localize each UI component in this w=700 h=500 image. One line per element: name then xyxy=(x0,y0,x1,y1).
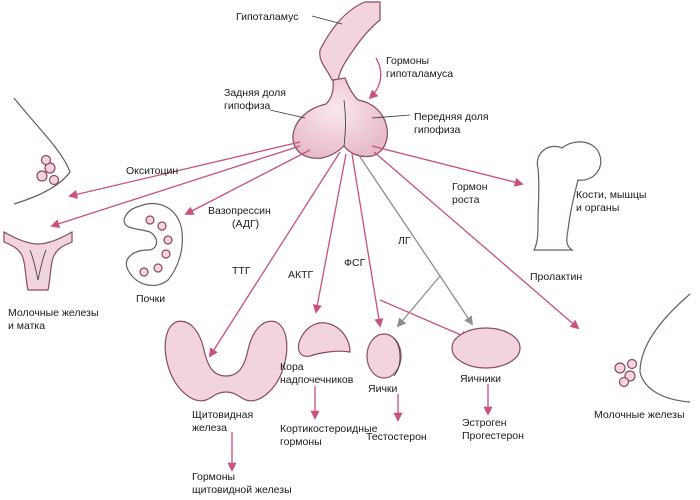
label-posterior-1: Задняя доля xyxy=(224,87,286,99)
testis-icon xyxy=(366,333,402,379)
arrow-lh-trunk xyxy=(357,153,441,277)
label-ovaries: Яичники xyxy=(460,373,501,385)
mammary-gland-right-icon xyxy=(614,293,691,403)
label-acth: АКТГ xyxy=(288,269,314,281)
label-thyroid-hormones-2: щитовидной железы xyxy=(192,484,292,496)
arrow-fsh-testes xyxy=(351,153,384,328)
label-bones-2: и органы xyxy=(576,202,619,214)
leader-hypothalamus xyxy=(311,15,343,25)
arrow-hypothalamus-hormones xyxy=(368,57,382,100)
label-progesterone: Прогестерон xyxy=(462,430,524,442)
label-lh: ЛГ xyxy=(398,235,411,247)
label-testosterone: Тестостерон xyxy=(366,431,427,443)
label-adrenal-2: надпочечников xyxy=(280,374,354,386)
label-growth-hormone-1: Гормон xyxy=(452,181,488,193)
pituitary-gland xyxy=(292,77,388,159)
label-bones-1: Кости, мышцы xyxy=(576,189,646,201)
arrow-growth-hormone xyxy=(371,145,524,187)
label-thyroid-1: Щитовидная xyxy=(192,409,253,421)
label-thyroid-hormones-1: Гормоны xyxy=(192,471,235,483)
arrow-prolactin xyxy=(373,151,580,330)
label-anterior-2: гипофиза xyxy=(414,124,461,136)
kidney-icon xyxy=(123,202,183,287)
label-kidneys: Почки xyxy=(136,293,165,305)
label-vasopressin-1: Вазопрессин xyxy=(208,205,271,217)
label-hypothalamus-hormones-2: гипоталамуса xyxy=(386,68,453,80)
label-prolactin: Пролактин xyxy=(530,271,582,283)
label-hypothalamus-hormones-1: Гормоны xyxy=(386,55,429,67)
label-hypothalamus: Гипоталамус xyxy=(236,11,298,23)
label-growth-hormone-2: роста xyxy=(452,194,480,206)
adrenal-icon xyxy=(297,322,351,357)
label-mammary-uterus-1: Молочные железы xyxy=(8,307,99,319)
label-corticosteroids-1: Кортикостероидные xyxy=(280,423,378,435)
arrow-fsh-ovaries xyxy=(379,299,470,340)
label-oxytocin: Окситоцин xyxy=(126,165,178,177)
thyroid-icon xyxy=(164,320,288,402)
label-adrenal-1: Кора xyxy=(280,361,304,373)
arrow-tsh xyxy=(209,151,341,358)
hypothalamus-shape xyxy=(319,1,381,81)
label-testes: Яички xyxy=(368,383,398,395)
label-vasopressin-2: (АДГ) xyxy=(232,218,259,230)
label-posterior-2: гипофиза xyxy=(224,100,271,112)
bone-icon xyxy=(533,141,602,251)
uterus-icon xyxy=(3,230,73,291)
ovary-icon xyxy=(451,327,521,369)
arrow-oxytocin-uterus xyxy=(50,145,301,229)
arrow-oxytocin-mammary xyxy=(68,141,301,199)
leader-anterior xyxy=(371,114,411,119)
label-anterior-1: Передняя доля xyxy=(414,111,489,123)
arrow-vasopressin xyxy=(184,149,311,215)
arrow-acth xyxy=(312,153,347,314)
label-fsh: ФСГ xyxy=(344,257,366,269)
label-estrogen: Эстроген xyxy=(462,417,507,429)
label-mammary-uterus-2: и матка xyxy=(8,320,45,332)
arrow-lh-ovaries xyxy=(439,275,474,326)
label-thyroid-2: железа xyxy=(192,422,227,434)
leader-posterior xyxy=(269,109,306,119)
mammary-gland-left-icon xyxy=(13,97,71,205)
label-tsh: ТТГ xyxy=(232,265,251,277)
label-mammary-glands: Молочные железы xyxy=(594,409,685,421)
label-corticosteroids-2: гормоны xyxy=(280,436,322,448)
arrow-lh-testes xyxy=(396,275,441,328)
